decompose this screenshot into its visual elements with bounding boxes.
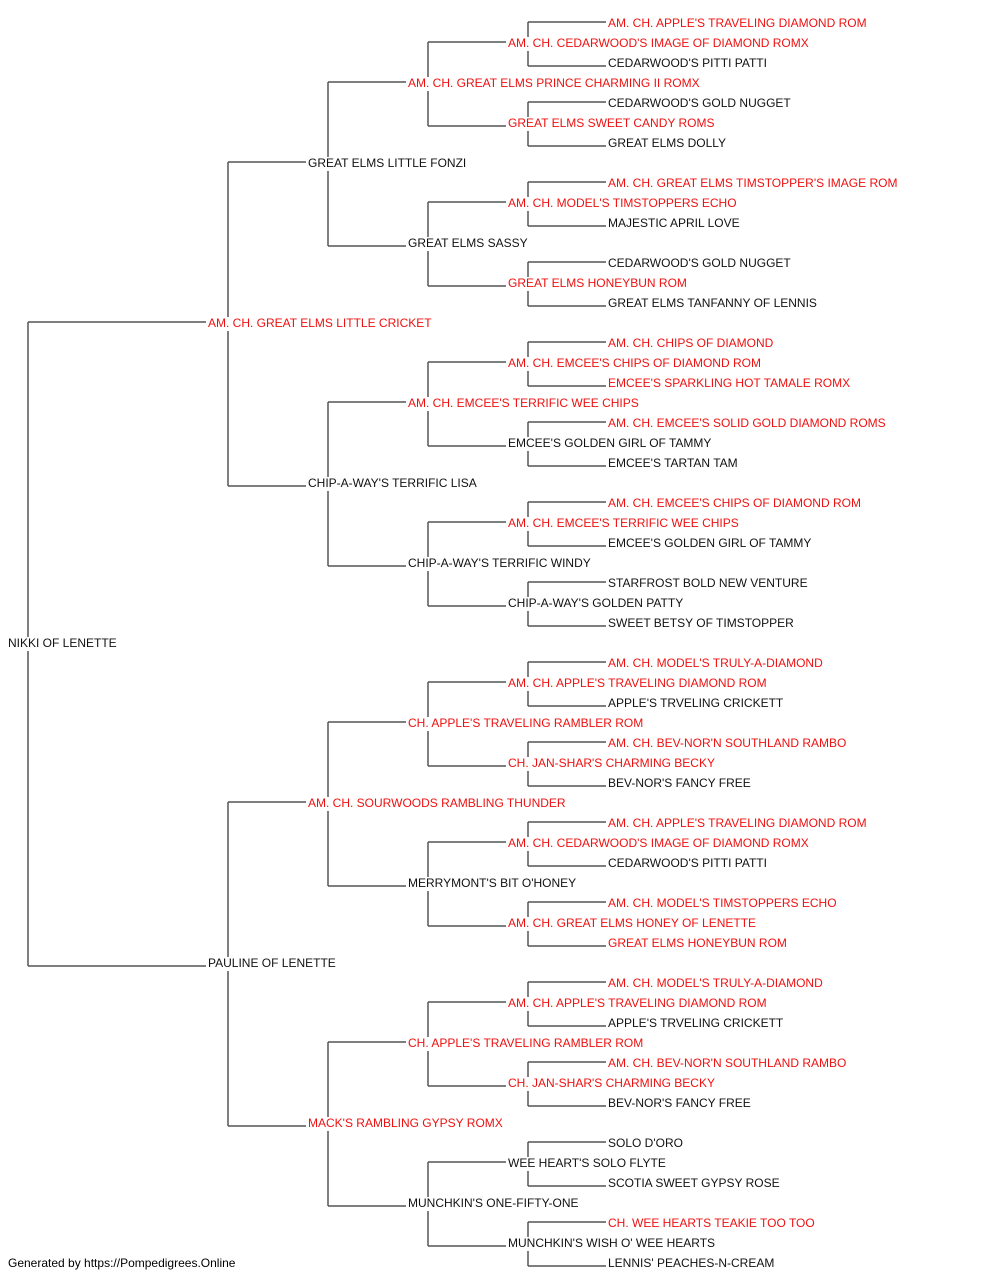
pedigree-name: AM. CH. CEDARWOOD'S IMAGE OF DIAMOND ROM… [508,36,809,50]
pedigree-name: AM. CH. APPLE'S TRAVELING DIAMOND ROM [508,676,767,690]
pedigree-name: APPLE'S TRVELING CRICKETT [608,1016,784,1030]
pedigree-name: APPLE'S TRVELING CRICKETT [608,696,784,710]
pedigree-name: AM. CH. GREAT ELMS HONEY OF LENETTE [508,916,756,930]
pedigree-name: EMCEE'S TARTAN TAM [608,456,738,470]
pedigree-name: AM. CH. CEDARWOOD'S IMAGE OF DIAMOND ROM… [508,836,809,850]
pedigree-name: AM. CH. EMCEE'S TERRIFIC WEE CHIPS [508,516,739,530]
pedigree-name: LENNIS' PEACHES-N-CREAM [608,1256,774,1270]
pedigree-name: AM. CH. MODEL'S TIMSTOPPERS ECHO [508,196,737,210]
pedigree-name: GREAT ELMS LITTLE FONZI [308,156,466,170]
pedigree-name: AM. CH. APPLE'S TRAVELING DIAMOND ROM [608,816,867,830]
pedigree-name: AM. CH. GREAT ELMS LITTLE CRICKET [208,316,432,330]
pedigree-name: STARFROST BOLD NEW VENTURE [608,576,808,590]
pedigree-name: CHIP-A-WAY'S GOLDEN PATTY [508,596,683,610]
pedigree-name: MERRYMONT'S BIT O'HONEY [408,876,576,890]
pedigree-name: AM. CH. EMCEE'S SOLID GOLD DIAMOND ROMS [608,416,886,430]
pedigree-name: GREAT ELMS DOLLY [608,136,726,150]
pedigree-name: AM. CH. GREAT ELMS TIMSTOPPER'S IMAGE RO… [608,176,897,190]
pedigree-name: MACK'S RAMBLING GYPSY ROMX [308,1116,503,1130]
pedigree-name: CH. APPLE'S TRAVELING RAMBLER ROM [408,1036,643,1050]
pedigree-name: CHIP-A-WAY'S TERRIFIC LISA [308,476,477,490]
pedigree-name: AM. CH. GREAT ELMS PRINCE CHARMING II RO… [408,76,700,90]
pedigree-name: GREAT ELMS SWEET CANDY ROMS [508,116,714,130]
pedigree-name: AM. CH. BEV-NOR'N SOUTHLAND RAMBO [608,1056,846,1070]
pedigree-name: MUNCHKIN'S WISH O' WEE HEARTS [508,1236,715,1250]
pedigree-name: AM. CH. APPLE'S TRAVELING DIAMOND ROM [608,16,867,30]
generated-by-footer: Generated by https://Pompedigrees.Online [8,1256,236,1270]
pedigree-name: GREAT ELMS HONEYBUN ROM [508,276,687,290]
pedigree-name: BEV-NOR'S FANCY FREE [608,776,751,790]
pedigree-name: AM. CH. CHIPS OF DIAMOND [608,336,774,350]
pedigree-name: AM. CH. EMCEE'S CHIPS OF DIAMOND ROM [608,496,861,510]
pedigree-name: AM. CH. EMCEE'S TERRIFIC WEE CHIPS [408,396,639,410]
pedigree-name: AM. CH. APPLE'S TRAVELING DIAMOND ROM [508,996,767,1010]
pedigree-name: NIKKI OF LENETTE [8,636,117,650]
pedigree-name: AM. CH. MODEL'S TRULY-A-DIAMOND [608,976,823,990]
pedigree-name: EMCEE'S GOLDEN GIRL OF TAMMY [608,536,811,550]
pedigree-name: CH. JAN-SHAR'S CHARMING BECKY [508,1076,715,1090]
pedigree-name: SOLO D'ORO [608,1136,683,1150]
pedigree-name: CEDARWOOD'S GOLD NUGGET [608,256,791,270]
pedigree-name: EMCEE'S SPARKLING HOT TAMALE ROMX [608,376,850,390]
pedigree-name: CHIP-A-WAY'S TERRIFIC WINDY [408,556,591,570]
pedigree-name: AM. CH. EMCEE'S CHIPS OF DIAMOND ROM [508,356,761,370]
pedigree-name: PAULINE OF LENETTE [208,956,336,970]
pedigree-name: CEDARWOOD'S PITTI PATTI [608,56,767,70]
pedigree-name: GREAT ELMS SASSY [408,236,528,250]
pedigree-name: CH. JAN-SHAR'S CHARMING BECKY [508,756,715,770]
pedigree-name: AM. CH. MODEL'S TRULY-A-DIAMOND [608,656,823,670]
pedigree-name: CEDARWOOD'S PITTI PATTI [608,856,767,870]
pedigree-name: AM. CH. BEV-NOR'N SOUTHLAND RAMBO [608,736,846,750]
pedigree-name: MUNCHKIN'S ONE-FIFTY-ONE [408,1196,579,1210]
pedigree-name: EMCEE'S GOLDEN GIRL OF TAMMY [508,436,711,450]
pedigree-name: MAJESTIC APRIL LOVE [608,216,740,230]
pedigree-name: WEE HEART'S SOLO FLYTE [508,1156,666,1170]
pedigree-name: CH. APPLE'S TRAVELING RAMBLER ROM [408,716,643,730]
pedigree-name: GREAT ELMS HONEYBUN ROM [608,936,787,950]
pedigree-name: CH. WEE HEARTS TEAKIE TOO TOO [608,1216,815,1230]
pedigree-name: SCOTIA SWEET GYPSY ROSE [608,1176,780,1190]
pedigree-name: BEV-NOR'S FANCY FREE [608,1096,751,1110]
pedigree-name: AM. CH. MODEL'S TIMSTOPPERS ECHO [608,896,837,910]
pedigree-name: CEDARWOOD'S GOLD NUGGET [608,96,791,110]
pedigree-name: SWEET BETSY OF TIMSTOPPER [608,616,794,630]
pedigree-name: GREAT ELMS TANFANNY OF LENNIS [608,296,817,310]
pedigree-name: AM. CH. SOURWOODS RAMBLING THUNDER [308,796,566,810]
